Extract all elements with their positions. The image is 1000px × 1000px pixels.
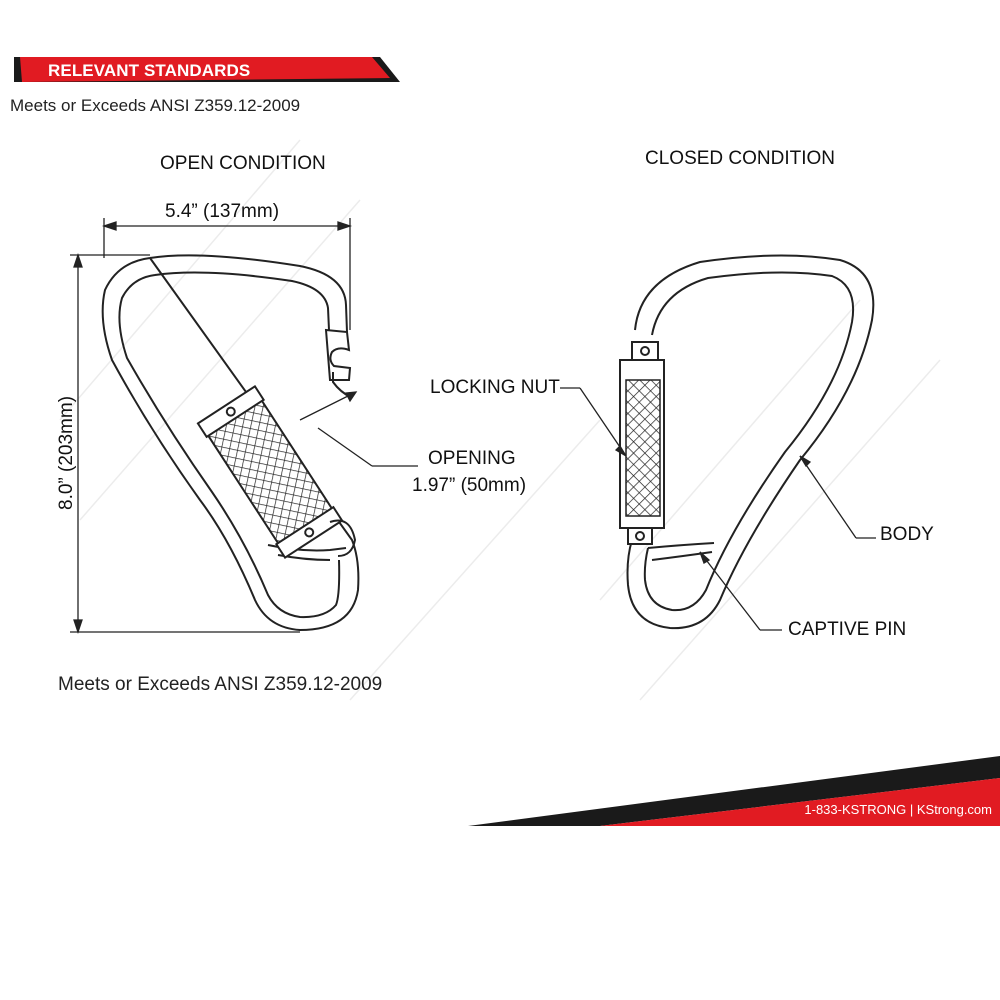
header-red-bar xyxy=(20,57,390,82)
opening-label: OPENING xyxy=(428,448,516,469)
standards-bottom-text: Meets or Exceeds ANSI Z359.12-2009 xyxy=(58,674,383,695)
locking-nut-label: LOCKING NUT xyxy=(430,377,560,398)
closed-carabiner xyxy=(619,254,875,630)
open-width-dimension: 5.4” (137mm) xyxy=(165,201,280,222)
open-dimension-lines xyxy=(70,218,418,635)
footer-bar xyxy=(468,756,1000,826)
closed-condition-title: CLOSED CONDITION xyxy=(645,148,836,169)
header-banner xyxy=(14,57,400,82)
standards-top-text: Meets or Exceeds ANSI Z359.12-2009 xyxy=(10,96,301,115)
open-condition-title: OPEN CONDITION xyxy=(160,153,326,174)
open-height-dimension: 8.0” (203mm) xyxy=(56,395,77,510)
closed-locking-nut xyxy=(625,379,661,517)
header-title: RELEVANT STANDARDS xyxy=(48,61,251,80)
footer-contact: 1-833-KSTRONG | KStrong.com xyxy=(804,802,992,817)
opening-value: 1.97” (50mm) xyxy=(412,475,527,496)
body-label: BODY xyxy=(880,524,934,545)
captive-pin-label: CAPTIVE PIN xyxy=(788,619,907,640)
open-carabiner xyxy=(101,254,360,632)
watermark-lines xyxy=(59,139,941,701)
closed-leader-lines xyxy=(560,387,876,631)
